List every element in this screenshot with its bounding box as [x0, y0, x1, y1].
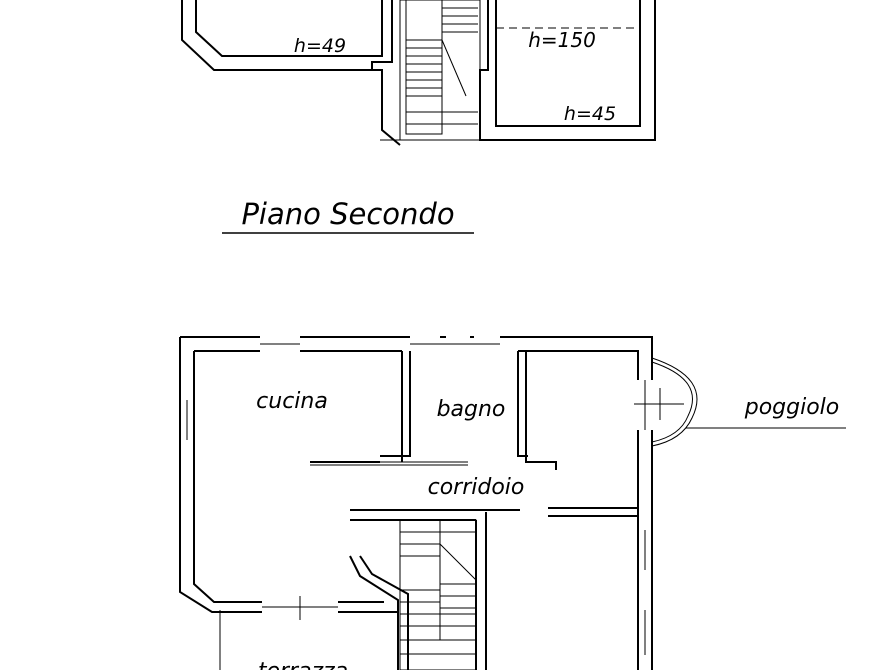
- upper-left-room-wall: [181, 0, 393, 71]
- bagno-walls: [380, 351, 557, 470]
- upper-plan: h=49 h=150 h=45: [181, 0, 656, 146]
- second-floor-plan: cucina bagno corridoio poggiolo terrazza: [179, 336, 846, 670]
- room-label-poggiolo: poggiolo: [744, 395, 840, 420]
- room-label-terrazza: terrazza: [258, 659, 348, 670]
- room-label-cucina: cucina: [256, 389, 328, 414]
- height-label-right-top: h=150: [528, 28, 596, 52]
- upper-right-room-wall: [479, 0, 656, 141]
- section-title: Piano Secondo: [241, 197, 454, 231]
- room-label-bagno: bagno: [437, 397, 506, 422]
- poggiolo-balcony: [634, 357, 846, 447]
- upper-staircase: [399, 0, 481, 141]
- height-label-right-bottom: h=45: [564, 103, 616, 125]
- height-label-left: h=49: [294, 35, 346, 57]
- outer-wall: [179, 336, 653, 613]
- room-label-corridoio: corridoio: [428, 475, 525, 500]
- upper-left-room-inner-wall: [195, 0, 383, 57]
- staircase: [349, 512, 487, 670]
